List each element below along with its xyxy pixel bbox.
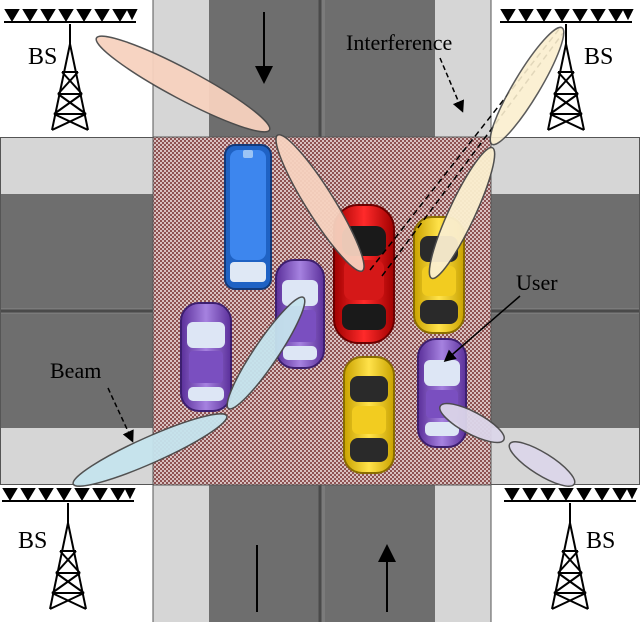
bs-label-bottom-left: BS (18, 528, 47, 554)
car-icon (343, 356, 395, 474)
antenna-array-icon (500, 9, 634, 23)
base-station-bottom-right (504, 488, 638, 610)
beam-label: Beam (50, 358, 101, 383)
beam-callout-arrow (107, 387, 134, 443)
base-station-top-left (4, 9, 138, 131)
beam-top-left-1 (95, 35, 271, 133)
arrow-icon (378, 544, 396, 612)
beam-bottom-right-2 (508, 441, 576, 487)
base-station-tower-icon (551, 503, 589, 610)
user-callout-arrow (443, 295, 521, 362)
car-icon (180, 302, 232, 412)
arrow-icon (255, 12, 273, 84)
base-station-top-right (500, 9, 634, 131)
beam-top-left-2 (275, 134, 365, 272)
base-station-bottom-left (2, 488, 136, 610)
antenna-array-icon (2, 488, 136, 502)
base-station-tower-icon (49, 503, 87, 610)
beam-bottom-left-2 (226, 296, 306, 410)
beam-bottom-right-1 (439, 402, 505, 444)
antenna-array-icon (4, 9, 138, 23)
beam-bottom-left-1 (72, 413, 228, 487)
interference-label: Interference (346, 30, 452, 55)
car-icon (417, 338, 467, 448)
antenna-array-icon (504, 488, 638, 502)
bs-label-top-right: BS (584, 44, 613, 70)
interference-callout-arrow (439, 57, 465, 113)
beams (72, 26, 576, 487)
base-station-tower-icon (51, 24, 89, 131)
base-station-tower-icon (547, 24, 585, 131)
bs-label-bottom-right: BS (586, 528, 615, 554)
bs-label-top-left: BS (28, 44, 57, 70)
bus-icon (224, 144, 272, 290)
beam-top-right-2 (428, 146, 496, 280)
beam-top-right-1 (489, 26, 565, 146)
user-label: User (516, 270, 558, 295)
